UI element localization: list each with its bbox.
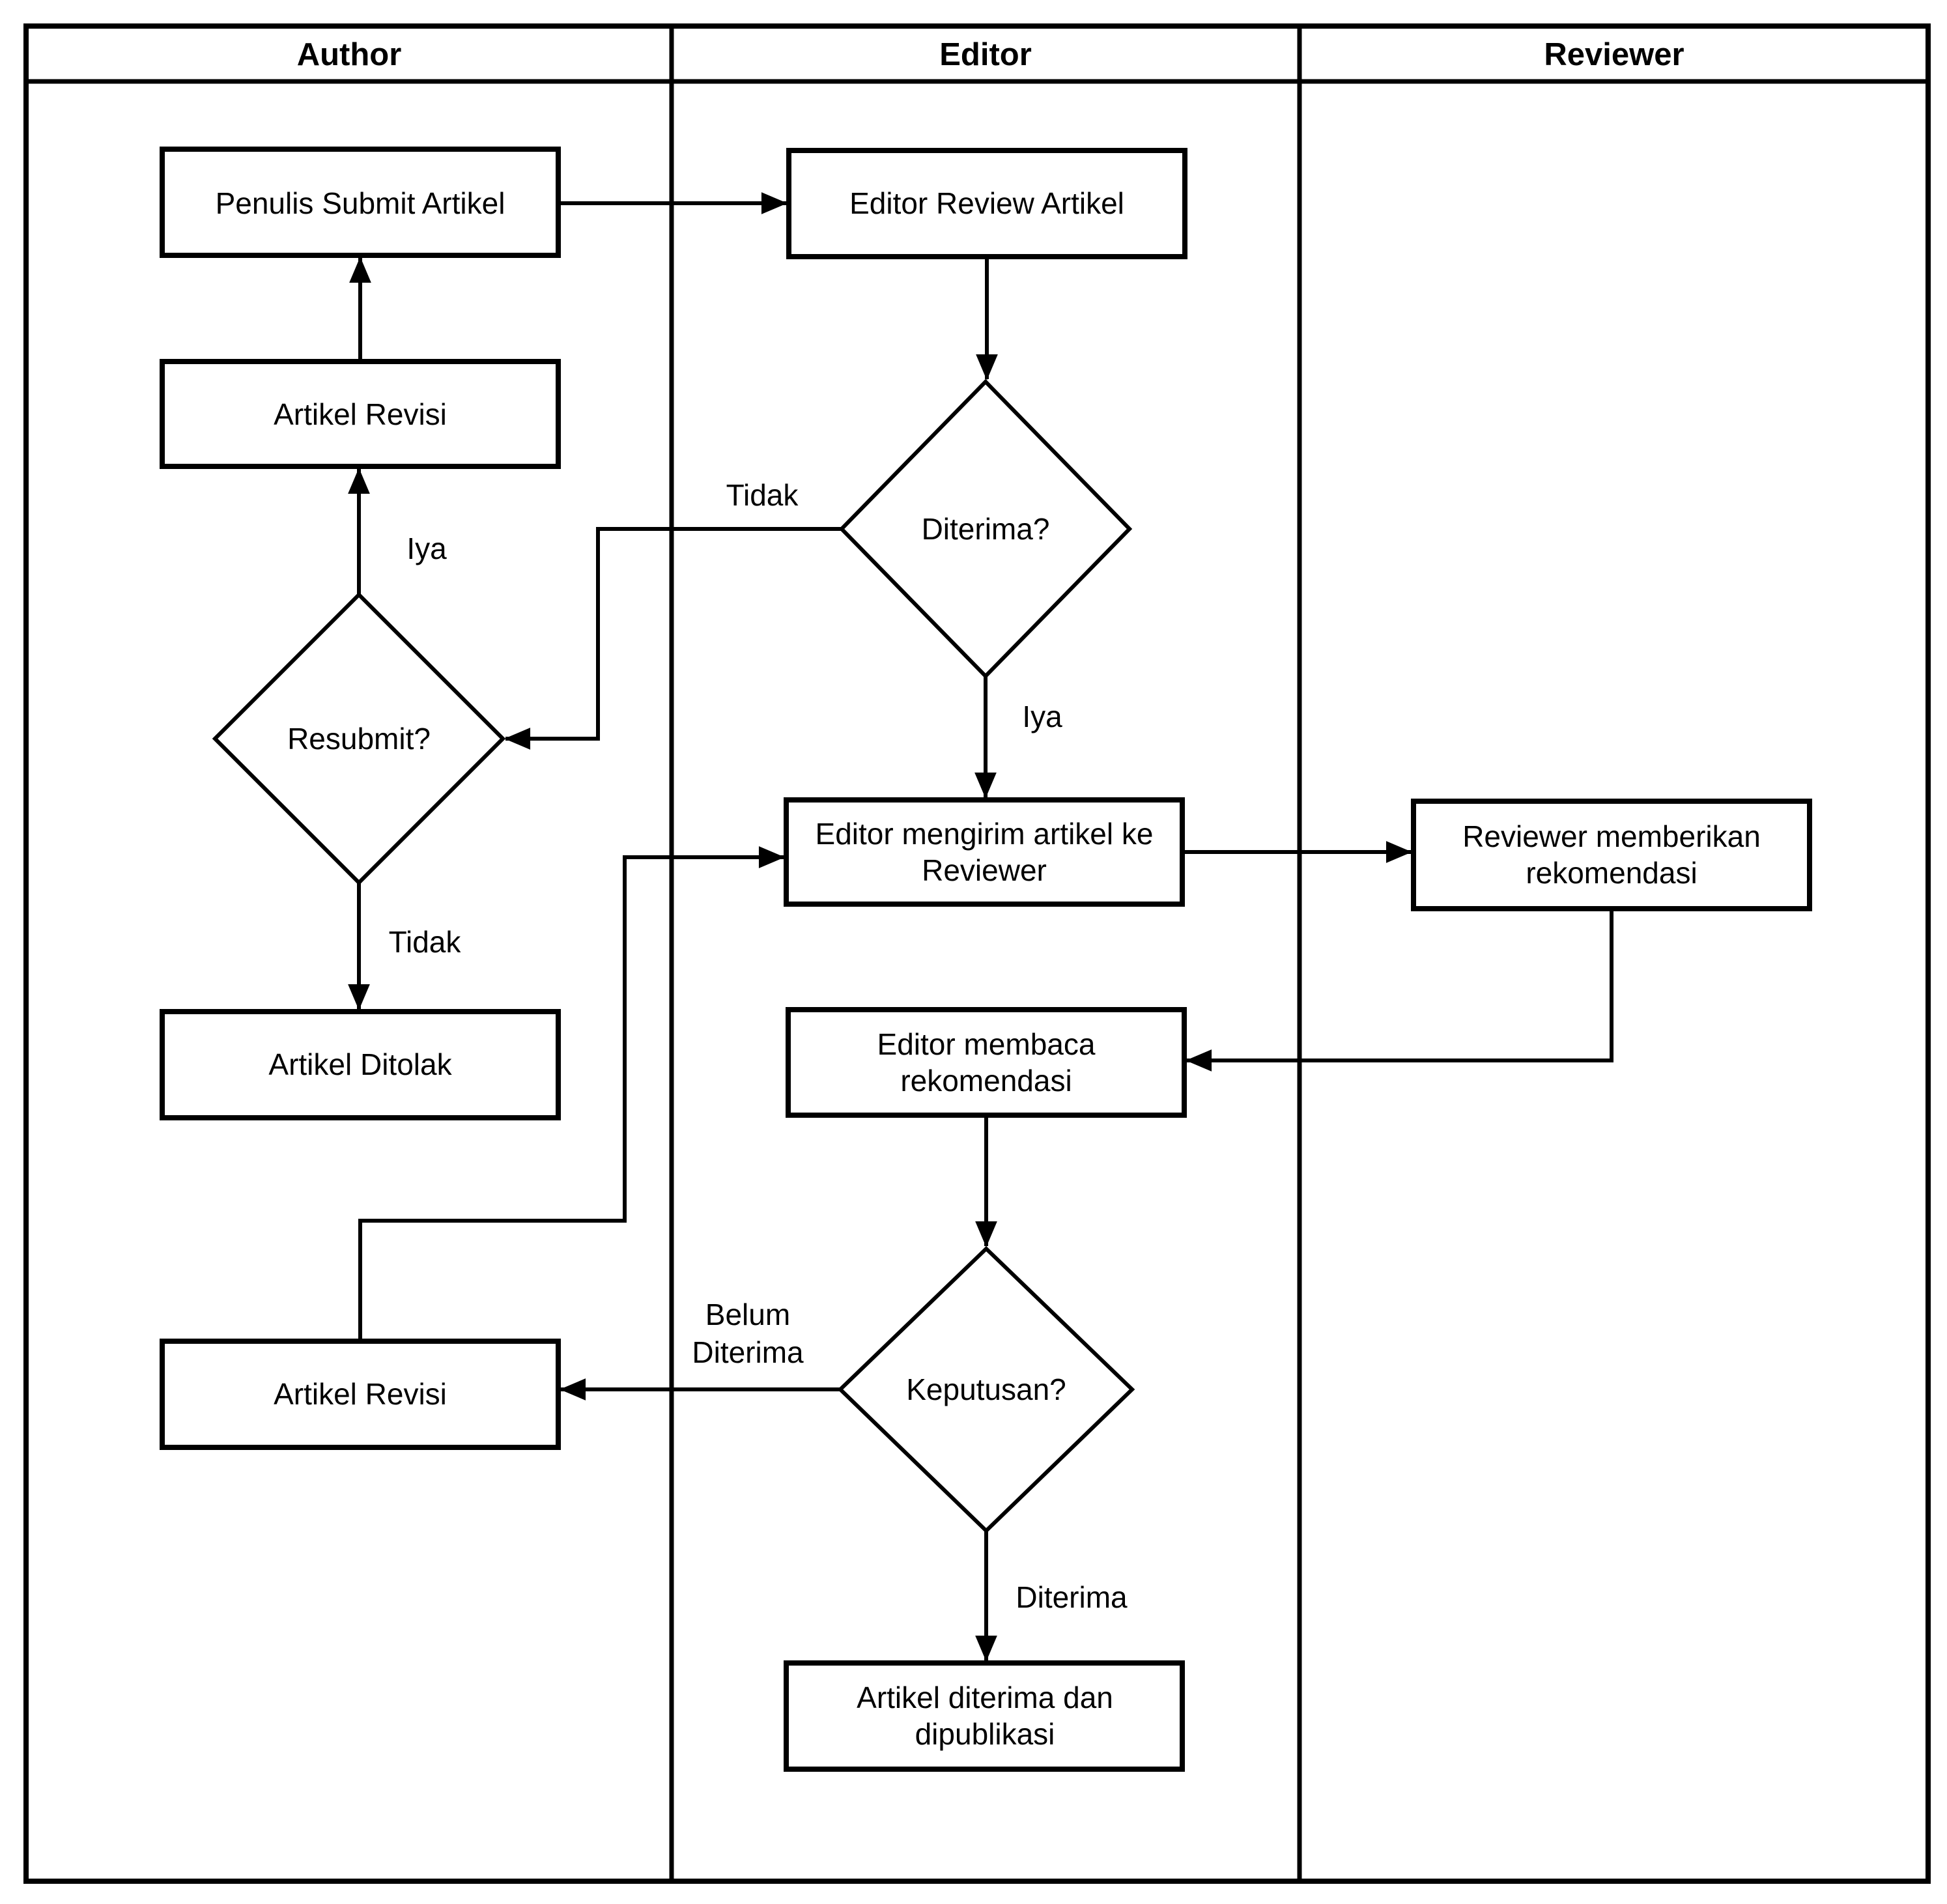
node-editor-membaca-label-line1: Editor membaca	[877, 1027, 1096, 1061]
node-editor-review: Editor Review Artikel	[786, 148, 1187, 259]
node-artikel-ditolak-label: Artikel Ditolak	[268, 1047, 452, 1081]
node-editor-membaca-label-line2: rekomendasi	[900, 1064, 1072, 1098]
node-resubmit-decision: Resubmit?	[212, 591, 506, 886]
node-artikel-revisi-bottom-label: Artikel Revisi	[274, 1377, 447, 1411]
node-artikel-revisi-top: Artikel Revisi	[160, 359, 561, 469]
edge-label-diterima-tidak: Tidak	[726, 478, 799, 512]
node-artikel-diterima: Artikel diterima dan dipublikasi	[784, 1660, 1185, 1772]
node-diterima-decision: Diterima?	[838, 378, 1133, 679]
edge-diterima-to-resubmit	[504, 527, 842, 750]
lane-title-author: Author	[297, 37, 402, 72]
lane-title-reviewer: Reviewer	[1544, 37, 1684, 72]
swimlane-outer-border	[23, 23, 1931, 1884]
edge-label-resubmit-iya: Iya	[406, 532, 447, 565]
node-reviewer-memberikan: Reviewer memberikan rekomendasi	[1411, 799, 1812, 911]
node-keputusan-decision: Keputusan?	[837, 1245, 1135, 1534]
node-artikel-revisi-bottom: Artikel Revisi	[160, 1339, 561, 1450]
node-artikel-revisi-top-label: Artikel Revisi	[274, 397, 447, 431]
node-editor-mengirim-label-line2: Reviewer	[922, 853, 1047, 887]
swimlane-frame: Author Editor Reviewer	[23, 23, 1931, 1884]
edge-label-keputusan-belum-line2: Diterima	[692, 1335, 804, 1369]
node-editor-mengirim-label-line1: Editor mengirim artikel ke	[816, 817, 1154, 851]
node-editor-mengirim: Editor mengirim artikel ke Reviewer	[784, 797, 1185, 907]
edge-label-keputusan-diterima: Diterima	[1016, 1580, 1128, 1614]
node-penulis-submit: Penulis Submit Artikel	[160, 147, 561, 258]
edge-label-diterima-iya: Iya	[1022, 700, 1062, 733]
edge-artikel-revisi-bottom-to-editor-mengirim	[358, 846, 785, 1341]
node-artikel-diterima-label-line1: Artikel diterima dan	[857, 1681, 1113, 1714]
node-editor-review-label: Editor Review Artikel	[849, 186, 1124, 220]
edge-label-keputusan-belum-line1: Belum	[705, 1298, 790, 1331]
edges	[348, 192, 1613, 1662]
edge-reviewer-to-editor-membaca	[1186, 909, 1613, 1072]
node-penulis-submit-label: Penulis Submit Artikel	[216, 186, 505, 220]
node-keputusan-label: Keputusan?	[906, 1372, 1066, 1406]
edge-label-resubmit-tidak: Tidak	[389, 925, 462, 959]
lane-title-editor: Editor	[939, 37, 1032, 72]
edge-labels: Iya Tidak Iya Tidak Belum Diterima Diter…	[389, 478, 1128, 1614]
node-reviewer-memberikan-label-line1: Reviewer memberikan	[1462, 819, 1761, 853]
node-artikel-diterima-label-line2: dipublikasi	[915, 1717, 1055, 1751]
node-diterima-label: Diterima?	[922, 512, 1050, 546]
node-resubmit-label: Resubmit?	[287, 722, 431, 756]
node-reviewer-memberikan-label-line2: rekomendasi	[1526, 856, 1697, 890]
node-editor-membaca: Editor membaca rekomendasi	[786, 1007, 1187, 1118]
node-artikel-ditolak: Artikel Ditolak	[160, 1009, 561, 1120]
